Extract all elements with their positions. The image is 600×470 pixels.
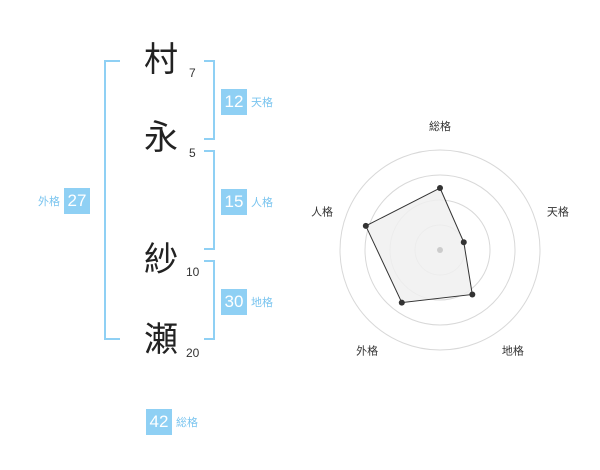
char-4-strokes: 20 [186, 346, 200, 360]
gaikaku-value: 27 [64, 188, 90, 214]
jinkaku-value: 15 [221, 189, 247, 215]
char-1: 村 [144, 40, 178, 80]
tenkaku-label: 天格 [251, 96, 273, 109]
radar-point-1 [460, 239, 467, 246]
radar-point-0 [437, 185, 443, 191]
tenkaku-bracket [204, 60, 215, 140]
char-2: 永 [144, 118, 178, 158]
radar-point-3 [398, 299, 405, 306]
jinkaku-label: 人格 [251, 196, 273, 209]
chikaku-value: 30 [221, 289, 247, 315]
soukaku-label: 総格 [176, 416, 198, 429]
jinkaku-bracket [204, 150, 215, 250]
char-3: 紗 [144, 240, 178, 280]
char-4: 瀬 [144, 320, 178, 360]
chikaku-label: 地格 [251, 296, 273, 309]
radar-axis-label-1: 天格 [547, 205, 569, 219]
chikaku-bracket [204, 260, 215, 340]
chikaku-badge: 30 地格 [221, 289, 277, 315]
gaikaku-bracket [104, 60, 120, 340]
radar-polygon [365, 187, 473, 304]
soukaku-value: 42 [146, 409, 172, 435]
soukaku-badge: 42 総格 [146, 409, 202, 435]
radar-axis-label-2: 地格 [502, 343, 524, 357]
char-1-strokes: 7 [189, 66, 196, 80]
gaikaku-label: 外格 [38, 195, 60, 208]
char-2-strokes: 5 [189, 146, 196, 160]
gaikaku-badge: 27 外格 [38, 188, 90, 214]
radar-point-4 [362, 222, 369, 229]
radar-ring-3 [364, 174, 516, 326]
char-3-strokes: 10 [186, 265, 200, 279]
radar-axis-label-0: 総格 [429, 119, 451, 133]
jinkaku-badge: 15 人格 [221, 189, 277, 215]
radar-point-2 [469, 291, 476, 298]
radar-axis-label-4: 人格 [311, 205, 333, 219]
tenkaku-value: 12 [221, 89, 247, 115]
tenkaku-badge: 12 天格 [221, 89, 277, 115]
radar-center-dot [437, 247, 443, 253]
radar-axis-label-3: 外格 [356, 343, 378, 357]
radar-ring-4 [339, 149, 541, 351]
